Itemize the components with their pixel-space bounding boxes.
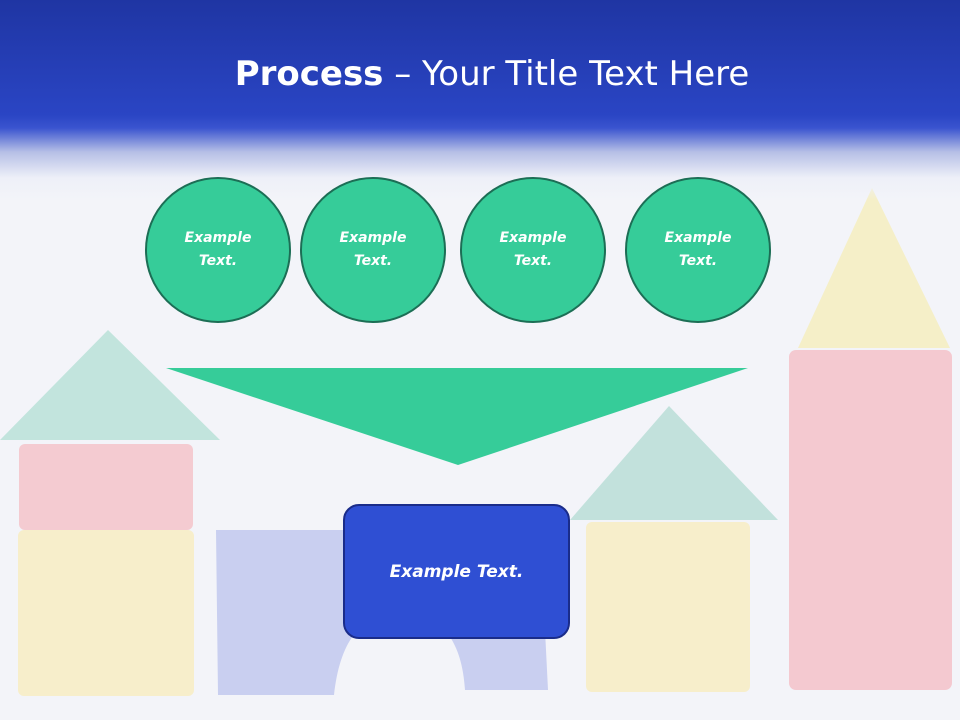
title-header-band (0, 0, 960, 200)
result-box: Example Text. (343, 504, 570, 639)
step-1-line1: Example (184, 230, 252, 246)
left-yellow-block (18, 530, 194, 696)
step-2-line1: Example (339, 230, 407, 246)
right-roof-block (798, 188, 950, 348)
title-rest: – Your Title Text Here (383, 54, 750, 94)
step-4-line1: Example (664, 230, 732, 246)
step-4-line2: Text. (678, 253, 718, 269)
step-3-line1: Example (499, 230, 567, 246)
step-2-line2: Text. (353, 253, 393, 269)
left-roof-block (0, 330, 220, 440)
result-label: Example Text. (389, 561, 524, 582)
right-red-block (789, 350, 952, 690)
step-1-line2: Text. (198, 253, 238, 269)
title-bold: Process (234, 54, 384, 94)
middle-roof-block (570, 406, 778, 520)
slide-title: Process – Your Title Text Here (0, 54, 960, 94)
step-3-line2: Text. (513, 253, 553, 269)
middle-yellow-block (586, 522, 750, 692)
left-red-block (19, 444, 193, 530)
funnel-triangle (166, 368, 748, 465)
